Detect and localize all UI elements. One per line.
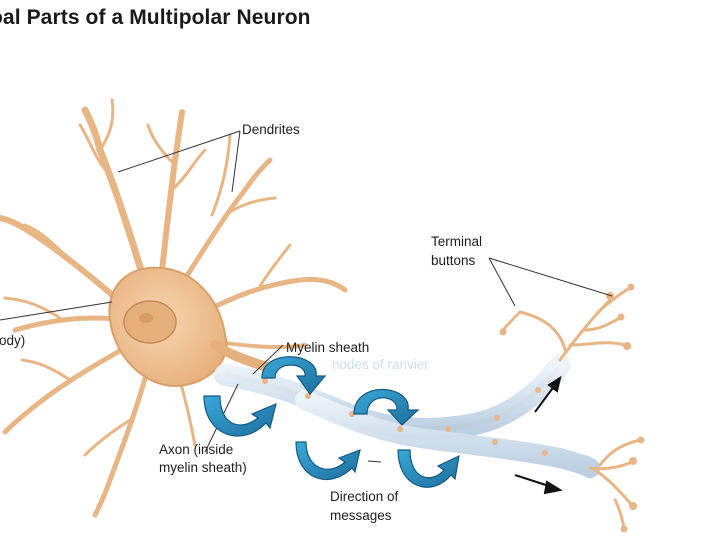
label-axon-1: Axon (inside [159,442,234,457]
label-nodes-of-ranvier: nodes of ranvier [332,357,429,372]
diagram-title: oal Parts of a Multipolar Neuron [0,6,311,29]
direction-arrows [514,375,563,495]
dendrites [0,98,348,518]
label-terminal-buttons-2: buttons [431,253,476,268]
label-cell-body: ody) [0,333,26,348]
label-direction-2: messages [330,508,392,523]
label-myelin-sheath: Myelin sheath [286,340,370,355]
cell-body [108,266,275,387]
rotation-arrow-3 [203,395,277,437]
myelinated-axon [214,354,600,478]
rotation-arrow-4 [295,441,361,481]
terminal-buttons [499,283,645,533]
label-axon-2: myelin sheath) [159,460,247,475]
rotation-arrow-5 [397,449,460,488]
label-direction-1: Direction of [330,489,399,504]
label-dendrites: Dendrites [242,122,300,137]
axon-terminals [501,286,642,530]
rotation-arrow-2 [353,389,420,426]
rotation-arrow-1 [261,356,327,395]
label-terminal-buttons-1: Terminal [431,234,483,249]
rotation-arrows [203,356,460,488]
